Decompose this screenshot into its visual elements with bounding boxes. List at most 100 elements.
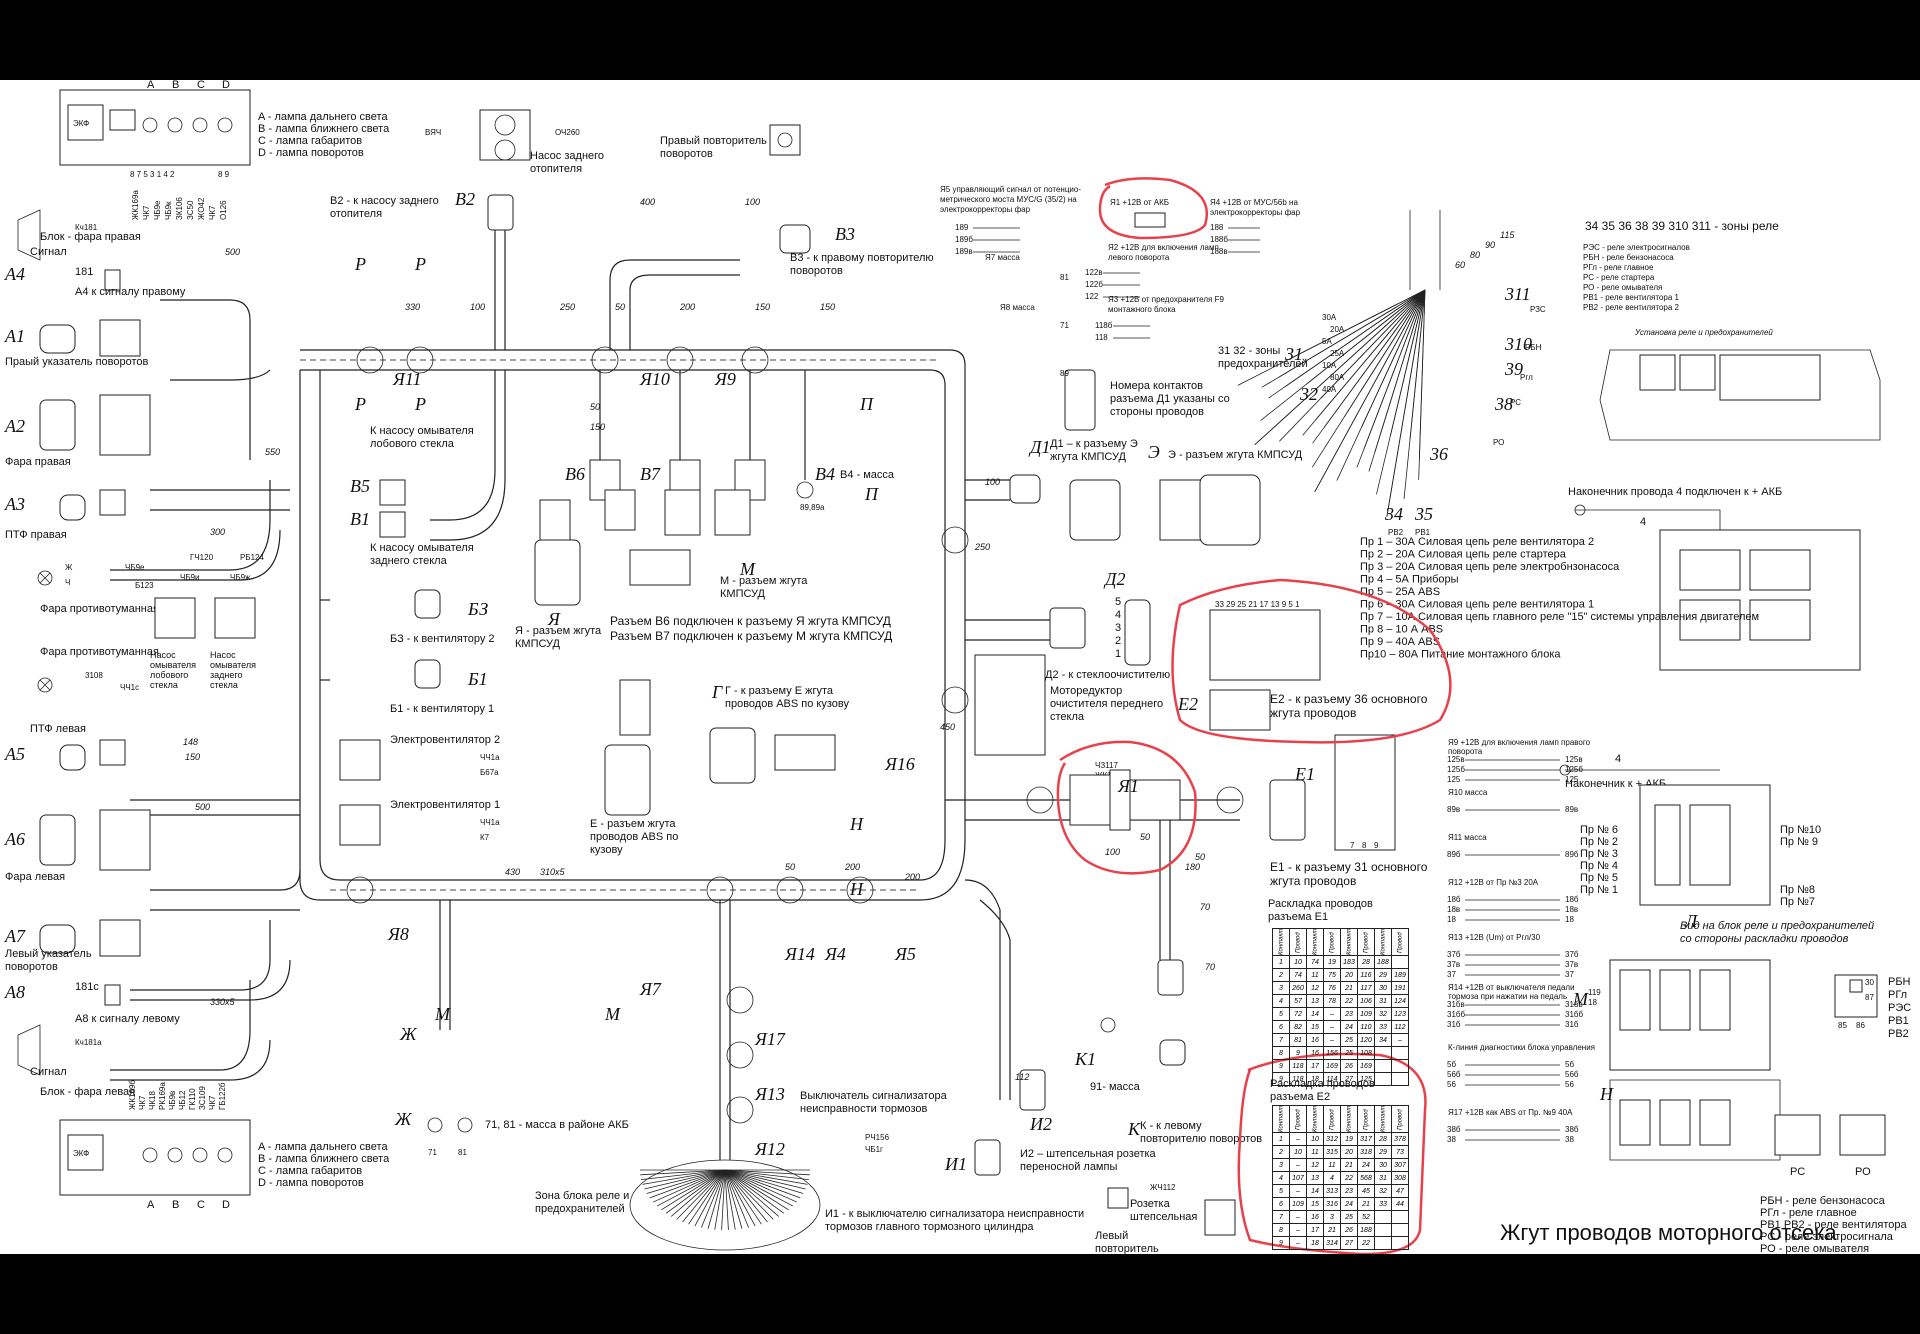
fuse-legend-7: Пр 8 – 10 А ABS bbox=[1360, 624, 1443, 636]
mass-wire-89: 89 bbox=[1060, 369, 1069, 378]
ground-ring-71 bbox=[427, 1117, 443, 1133]
headlamp-left-legend-b: B - лампа ближнего света bbox=[258, 1153, 390, 1165]
horn-left-icon bbox=[17, 1024, 41, 1076]
ya12-code: Я12 bbox=[754, 1139, 785, 1159]
wire-188б: 188б bbox=[1210, 235, 1228, 244]
right-mid-wire-end-38: 38 bbox=[1565, 1135, 1574, 1144]
g-connector bbox=[619, 679, 651, 736]
zone-code-311: 311 bbox=[1504, 284, 1531, 304]
fan-wire bbox=[1307, 289, 1426, 384]
zone-code-34: 34 bbox=[1384, 504, 1403, 524]
table-cell bbox=[1391, 1072, 1409, 1086]
table-cell: 313 bbox=[1323, 1184, 1341, 1198]
right-mid-wire-38б: 38б bbox=[1447, 1125, 1461, 1134]
d1-label: Д1 – к разъему Э жгута КМПСУД bbox=[1050, 438, 1138, 463]
right-mid-note-6: К-линия диагностики блока управления bbox=[1448, 1043, 1596, 1052]
fan2-wire-2: Б67а bbox=[480, 768, 499, 777]
b3-code: В3 bbox=[835, 224, 855, 244]
b5-connector bbox=[379, 479, 406, 506]
ya13-code: Я13 bbox=[754, 1084, 785, 1104]
table-cell: 156 bbox=[1323, 1046, 1341, 1060]
b2-label: В2 - к насосу заднего отопителя bbox=[330, 195, 439, 220]
wire-118б: 118б bbox=[1095, 321, 1113, 330]
fan-wire bbox=[1261, 289, 1426, 388]
m-connector bbox=[629, 549, 691, 586]
fog-right-wire-2: Б123 bbox=[135, 581, 154, 590]
fuse-list-left-4: Пр № 5 bbox=[1580, 872, 1618, 884]
section-mark-2: P bbox=[354, 394, 366, 414]
table-header: Контакт bbox=[1306, 1105, 1324, 1133]
right-mid-note-0: Я9 +12В для включения ламп правого повор… bbox=[1448, 738, 1591, 756]
zone-code-РС: РС bbox=[1510, 398, 1521, 407]
section-mark-4: П bbox=[859, 394, 874, 414]
washer-wire-3: РБ124 bbox=[240, 553, 264, 562]
relay-zone-wire bbox=[694, 1169, 726, 1227]
table-cell: 3 bbox=[1272, 981, 1290, 995]
table-cell: 17 bbox=[1306, 1223, 1324, 1237]
a1-code: А1 bbox=[4, 326, 25, 346]
headlamp-right-legend-a: A - лампа дальнего света bbox=[258, 111, 388, 123]
right-mid-wire-56б: 56б bbox=[1447, 1070, 1461, 1079]
k1-code: К1 bbox=[1074, 1049, 1096, 1069]
table-cell: 23 bbox=[1340, 1184, 1358, 1198]
dimension-25: 100 bbox=[1105, 847, 1120, 857]
table-cell: – bbox=[1323, 1020, 1341, 1034]
zone-code-39: 39 bbox=[1504, 359, 1523, 379]
section-mark-0: P bbox=[354, 254, 366, 274]
dimension-6: 150 bbox=[755, 302, 770, 312]
g-label: Г - к разъему Е жгута проводов ABS по ку… bbox=[725, 685, 849, 710]
wire-label: ЧК7 bbox=[208, 1095, 217, 1110]
table-header: Контакт bbox=[1374, 928, 1392, 956]
a1-connector bbox=[39, 319, 141, 357]
a2-label: Фара правая bbox=[5, 456, 71, 468]
table-cell: 25 bbox=[1340, 1046, 1358, 1060]
table-cell: 17 bbox=[1306, 1059, 1324, 1073]
e-conn-label: Э - разъем жгута КМПСУД bbox=[1168, 449, 1303, 461]
table-cell: 19 bbox=[1323, 955, 1341, 969]
zone-code-31: 31 bbox=[1284, 344, 1303, 364]
m-label: М - разъем жгута КМПСУД bbox=[720, 575, 808, 600]
lamp-icon bbox=[217, 1147, 233, 1163]
b6-pin-view bbox=[604, 489, 636, 531]
right-mid-note-1: Я10 масса bbox=[1448, 788, 1488, 797]
table-cell bbox=[1391, 1223, 1409, 1237]
table-cell: 21 bbox=[1340, 981, 1358, 995]
relay-bottom-legend-1: РГл - реле главное bbox=[1760, 1207, 1857, 1219]
table-cell: 45 bbox=[1357, 1184, 1375, 1198]
e1-pin-8: 8 bbox=[1362, 841, 1367, 850]
wire-118: 118 bbox=[1095, 333, 1108, 342]
a4-number: 181 bbox=[75, 266, 93, 278]
brake-wire-2: ЧБ1г bbox=[865, 1145, 883, 1154]
right-mid-wire-37в: 37в bbox=[1447, 960, 1460, 969]
repeater-right-icon bbox=[769, 124, 801, 156]
table-cell: 14 bbox=[1306, 1007, 1324, 1021]
right-mid-wire-end-38б: 38б bbox=[1565, 1125, 1579, 1134]
b3b-connector bbox=[414, 589, 441, 619]
table-header: Провод bbox=[1357, 928, 1375, 956]
horn-right-icon bbox=[17, 209, 41, 261]
fan1-icon bbox=[339, 804, 381, 846]
table-cell: 33 bbox=[1374, 1197, 1392, 1211]
table-cell: 9 bbox=[1289, 1046, 1307, 1060]
lamp-col-A: A bbox=[147, 1199, 155, 1211]
dimension-7: 400 bbox=[640, 197, 655, 207]
harness-ring bbox=[726, 1096, 754, 1124]
b5-code: В5 bbox=[350, 476, 370, 496]
washer-rear-label: Насос омывателя заднего стекла bbox=[210, 650, 257, 690]
e1-pin-7: 7 bbox=[1350, 841, 1355, 850]
fuse-amp-0: 30А bbox=[1322, 313, 1337, 322]
table-cell: 74 bbox=[1306, 955, 1324, 969]
dimension-8: 100 bbox=[745, 197, 760, 207]
relay-zone-wire bbox=[640, 1169, 726, 1176]
table-cell bbox=[1374, 1236, 1392, 1250]
ground-num-81: 81 bbox=[458, 1148, 467, 1157]
table-cell: 18 bbox=[1306, 1236, 1324, 1250]
ya9-code: Я9 bbox=[714, 369, 736, 389]
fuse-list-left-5: Пр № 1 bbox=[1580, 884, 1618, 896]
table-header: Контакт bbox=[1306, 928, 1324, 956]
table-cell: 114 bbox=[1323, 1072, 1341, 1086]
b1-connector bbox=[379, 511, 406, 538]
g-pin-view-2 bbox=[774, 734, 836, 771]
